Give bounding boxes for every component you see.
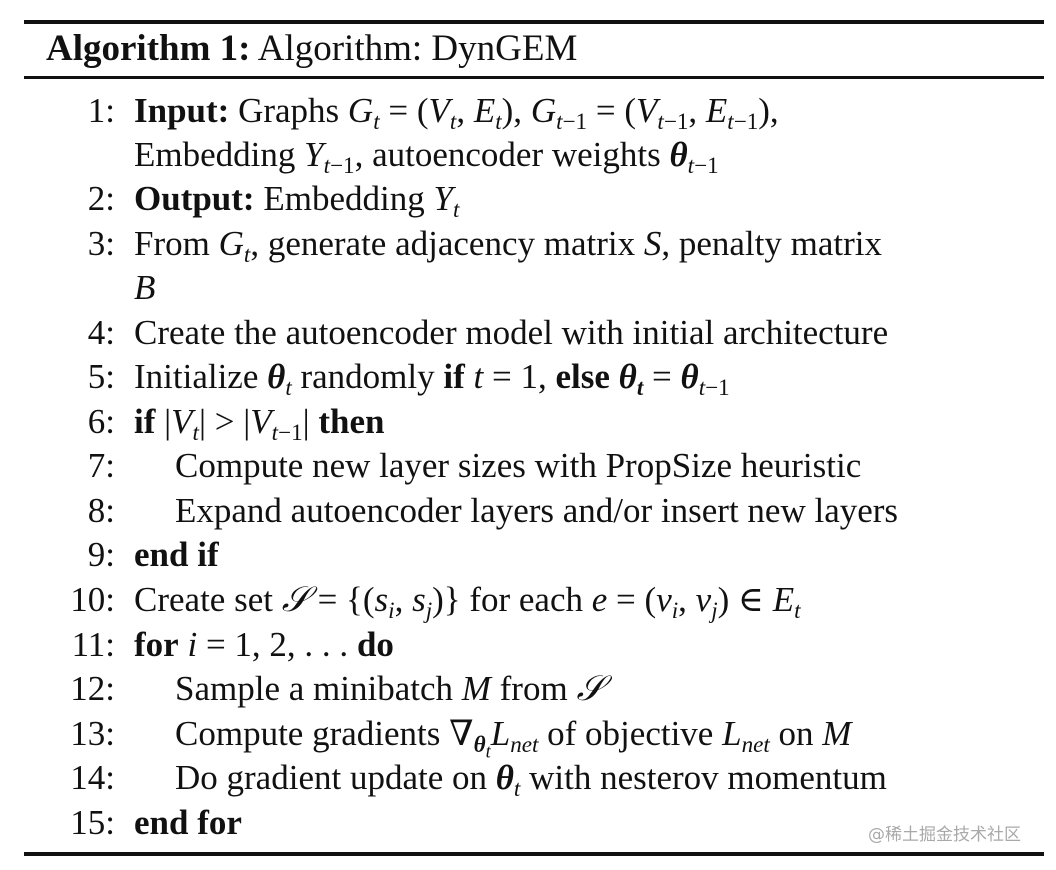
watermark: @稀土掘金技术社区 [868,825,1021,845]
keyword-do: do [356,625,394,664]
math-embedding: Yt [433,179,460,222]
keyword-end-if: end if [134,535,219,574]
line-number-11: 11: [71,625,115,664]
line-3-t1: From [134,224,210,263]
line-number-13: 13: [70,714,115,753]
line-11-text: for i = 1, 2, . . . do [134,623,394,667]
line-1-continuation: Embedding Yt−1, autoencoder weights θt−1 [134,133,719,177]
top-rule [24,20,1044,24]
line-3-text: From Gt, generate adjacency matrix S, pe… [134,222,882,266]
line-5-text: Initialize θt randomly if t = 1, else θt… [134,355,730,399]
keyword-else: else [555,357,610,396]
line-3-t3: , penalty matrix [661,224,882,263]
line-10-t2: for each [469,580,583,619]
math-theta-t: θt [267,357,292,400]
caption-rule [24,76,1044,79]
algorithm-label: Algorithm 1: [46,28,251,69]
line-13-text: Compute gradients ∇θtLnet of objective L… [175,712,852,762]
line-14-text: Do gradient update on θt with nesterov m… [175,756,887,800]
math-m: M [822,714,852,753]
math-graph-t: Gt [218,224,251,267]
line-number-3: 3: [87,224,115,263]
line-10-text: Create set 𝒮 = {(si, sj)} for each e = (… [134,578,801,622]
line-1-label: Graphs [238,91,340,130]
line-1-text: Input: Graphs Gt = (Vt, Et), Gt−1 = (Vt−… [134,89,779,133]
line-5-t1: Initialize [134,357,259,396]
algorithm-caption: Algorithm 1: Algorithm: DynGEM [46,27,577,71]
line-5-t2: randomly [300,357,435,396]
line-13-t3: on [778,714,814,753]
keyword-output: Output: [134,179,255,218]
line-3-continuation: B [134,266,155,310]
math-size-comparison: |Vt| > |Vt−1| [164,402,310,445]
line-7-text: Compute new layer sizes with PropSize he… [175,446,862,485]
line-number-14: 14: [70,758,115,797]
keyword-then: then [318,402,385,441]
line-14-t1: Do gradient update on [175,758,487,797]
keyword-end-for: end for [134,803,242,842]
line-number-4: 4: [87,313,115,352]
line-10-t1: Create set [134,580,273,619]
bottom-rule [24,852,1044,856]
line-1-cont-label: Embedding [134,135,296,174]
line-number-15: 15: [70,803,115,842]
line-number-12: 12: [70,669,115,708]
line-2-label: Embedding [263,179,425,218]
keyword-for: for [134,625,179,664]
line-14-t2: with nesterov momentum [529,758,887,797]
math-prev-embedding: Yt−1 [304,135,355,178]
line-12-t2: from [499,669,568,708]
line-number-9: 9: [87,535,115,574]
line-3-t2: , generate adjacency matrix [250,224,636,263]
line-number-7: 7: [87,446,115,485]
line-4-text: Create the autoencoder model with initia… [134,313,889,352]
math-b: B [134,268,156,307]
keyword-if: if [443,357,465,396]
math-theta-t: θt [495,758,521,801]
math-m: M [461,669,491,708]
line-number-10: 10: [70,580,115,619]
math-t-equals-1: t = 1, [473,357,547,396]
line-number-5: 5: [87,357,115,396]
math-theta-prev: θt−1 [669,135,719,178]
keyword-if: if [134,402,156,441]
line-number-1: 1: [87,91,115,130]
math-graphs: Gt = (Vt, Et), Gt−1 = (Vt−1, Et−1), [347,91,779,134]
math-s: S [643,224,662,263]
math-set-definition: 𝒮 = {(si, sj)} [281,580,461,623]
line-number-8: 8: [87,491,115,530]
algorithm-title: Algorithm: DynGEM [257,28,578,69]
math-edge: e = (vi, vj) ∈ Et [591,580,801,623]
math-objective: Lnet [722,714,770,757]
line-6-text: if |Vt| > |Vt−1| then [134,400,385,444]
line-8-text: Expand autoencoder layers and/or insert … [175,491,899,530]
line-number-6: 6: [87,402,115,441]
line-number-2: 2: [87,179,115,218]
line-13-t2: of objective [547,714,714,753]
keyword-input: Input: [134,91,230,130]
math-gradient: ∇θtLnet [449,714,539,762]
math-loop-range: i = 1, 2, . . . [187,625,349,664]
line-1-cont-mid: , autoencoder weights [354,135,661,174]
math-theta-assign: θt = θt−1 [618,357,730,400]
line-12-t1: Sample a minibatch [175,669,453,708]
line-12-text: Sample a minibatch M from 𝒮 [175,667,604,711]
math-set-s: 𝒮 [576,669,604,709]
line-2-text: Output: Embedding Yt [134,177,459,221]
line-13-t1: Compute gradients [175,714,441,753]
